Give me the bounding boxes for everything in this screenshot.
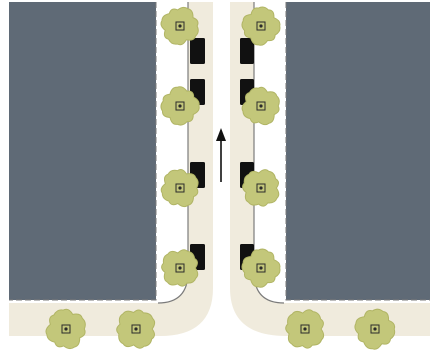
tree-trunk-dot [259, 104, 263, 108]
tree-trunk-dot [134, 327, 138, 331]
tree-trunk-marker [175, 263, 185, 273]
tree-trunk-dot [259, 186, 263, 190]
tree-trunk-marker [300, 324, 310, 334]
left-building-block [9, 2, 156, 300]
tree-trunk-marker [175, 21, 185, 31]
direction-arrow-head [216, 128, 226, 141]
parked-car-icon [190, 38, 205, 64]
right-sidewalk-edge [285, 2, 430, 301]
tree-trunk-dot [178, 186, 182, 190]
tree-icon [241, 248, 281, 288]
tree-icon [242, 169, 280, 207]
tree-icon [116, 309, 156, 349]
tree-trunk-dot [178, 24, 182, 28]
tree-trunk-dot [259, 266, 263, 270]
tree-trunk-dot [178, 104, 182, 108]
tree-trunk-marker [370, 324, 380, 334]
tree-trunk-marker [256, 263, 266, 273]
tree-icon [160, 86, 200, 126]
arrow-up-icon [216, 128, 226, 182]
tree-icon [241, 86, 280, 126]
tree-trunk-dot [373, 327, 377, 331]
tree-trunk-marker [131, 324, 141, 334]
tree-icon [161, 249, 199, 287]
tree-icon [354, 308, 396, 350]
tree-trunk-dot [64, 327, 68, 331]
tree-icon [45, 308, 86, 350]
parked-car-icon [240, 38, 254, 64]
tree-icon [241, 6, 281, 46]
tree-trunk-marker [61, 324, 71, 334]
tree-trunk-dot [303, 327, 307, 331]
tree-trunk-dot [178, 266, 182, 270]
trees [45, 6, 396, 350]
tree-trunk-marker [256, 21, 266, 31]
tree-trunk-marker [175, 101, 185, 111]
tree-trunk-marker [175, 183, 185, 193]
tree-trunk-marker [256, 183, 266, 193]
tree-trunk-dot [259, 24, 263, 28]
right-building-block [286, 2, 430, 300]
tree-trunk-marker [256, 101, 266, 111]
tree-icon [285, 309, 325, 349]
tree-icon [160, 169, 199, 208]
tree-icon [160, 6, 199, 46]
left-sidewalk-edge [9, 2, 157, 301]
